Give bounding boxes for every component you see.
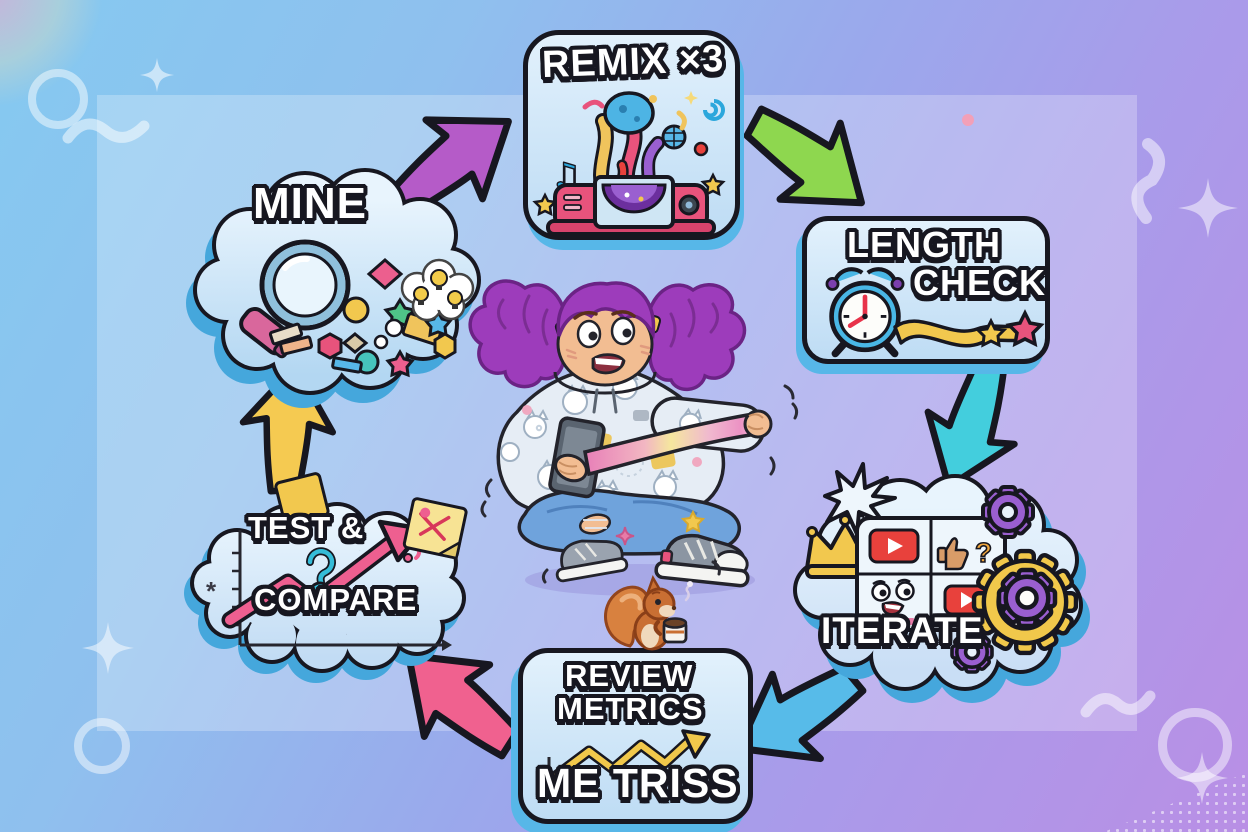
pigtail-left <box>468 279 569 389</box>
remix-machine-body <box>546 175 716 236</box>
drawstrings <box>592 388 618 414</box>
ribbon-with-stars-icon <box>893 309 1045 348</box>
disco-ball-icon <box>661 124 687 150</box>
iterate-cloud-shape: ? <box>793 462 1090 703</box>
left-hand <box>554 453 588 483</box>
node-length-check: LENGTH CHECK <box>802 216 1050 364</box>
swirl-icon <box>703 99 725 121</box>
remix-machine-icon: ♫ <box>532 91 726 236</box>
motion-lines <box>480 384 799 584</box>
remix-label: REMIX ×3 <box>541 37 725 87</box>
star-patch-yellow <box>680 509 706 533</box>
steam <box>684 584 691 602</box>
length-check-label-line2: CHECK <box>913 262 1047 303</box>
review-label-line1: REVIEW <box>565 658 694 693</box>
eyebrow-right <box>611 310 636 318</box>
deco-tilde-top-left <box>62 118 150 144</box>
rising-arrow-icon <box>221 519 427 629</box>
mine-cloud-shape <box>186 168 481 408</box>
deco-circle-bottom-left <box>74 718 130 774</box>
length-check-label-line1: LENGTH <box>847 224 1001 265</box>
deco-circle-top-left <box>28 69 88 129</box>
face-thumbnail-icon <box>871 578 915 625</box>
bangs <box>556 281 656 340</box>
gear-purple-inner-icon <box>996 567 1058 629</box>
arrow-remix-to-length <box>743 105 865 207</box>
node-mine: MINE <box>186 160 481 408</box>
blush <box>565 344 651 360</box>
deco-sparkle-top-right <box>1178 178 1238 238</box>
arrow-review-to-test <box>405 651 522 760</box>
review-label-line3: ME TRISS <box>537 760 739 806</box>
girl-character <box>468 279 799 596</box>
teal-curl-icon <box>306 547 336 605</box>
squirrel-with-coffee <box>604 575 693 651</box>
coffee-cup <box>653 617 688 644</box>
gear-small-top-icon <box>981 485 1035 539</box>
axis-chart-icon <box>232 530 452 651</box>
deco-sparkle-bottom-left <box>82 622 134 674</box>
star-patch-pink <box>615 526 635 546</box>
deco-sparkle-top-left <box>139 57 175 93</box>
node-iterate: ? <box>793 462 1090 703</box>
zigzag-growth-arrow-icon <box>547 729 711 781</box>
node-test-compare: * TEST & <box>184 470 468 683</box>
sticky-note-icon <box>402 497 468 560</box>
lightbulb-icons <box>413 269 463 309</box>
eyebrow-left <box>573 310 598 320</box>
sneaker-right <box>654 533 750 588</box>
deco-sparkle-bottom-right <box>1176 752 1228 804</box>
question-mark: ? <box>975 537 992 568</box>
idea-shapes <box>268 258 457 378</box>
deco-squiggle-top-right <box>1131 138 1165 224</box>
review-label-line2: METRICS <box>557 691 704 726</box>
gear-small-bottom-icon <box>950 630 994 674</box>
pigtail-right <box>645 283 747 391</box>
deco-tilde-bottom-right <box>1080 690 1156 718</box>
deco-pink-dot <box>962 114 974 126</box>
test-compare-label-line2: COMPARE <box>254 582 418 617</box>
arrow-length-to-iterate <box>924 360 1018 490</box>
iterate-label: ITERATE <box>821 610 984 651</box>
test-compare-label-line1: TEST & <box>248 510 365 545</box>
flick-decoration <box>396 587 410 607</box>
node-review-metrics: REVIEW METRICS ME TRISS <box>518 648 753 824</box>
mine-label: MINE <box>253 179 367 228</box>
lightbulb-thought-bubble <box>373 258 475 350</box>
arrow-iterate-to-review <box>735 663 867 763</box>
test-cloud-shape: * <box>184 497 468 683</box>
hood-line <box>553 371 657 395</box>
thumbs-up-icon <box>936 537 969 571</box>
right-hand <box>743 409 773 439</box>
asterisk: * <box>206 576 217 606</box>
sneaker-left <box>555 539 629 583</box>
node-remix: REMIX ×3 ♫ <box>523 30 740 240</box>
star-icons <box>532 91 726 217</box>
girl-head <box>556 281 656 387</box>
blue-blob <box>603 91 655 135</box>
alarm-clock-icon <box>825 267 905 358</box>
